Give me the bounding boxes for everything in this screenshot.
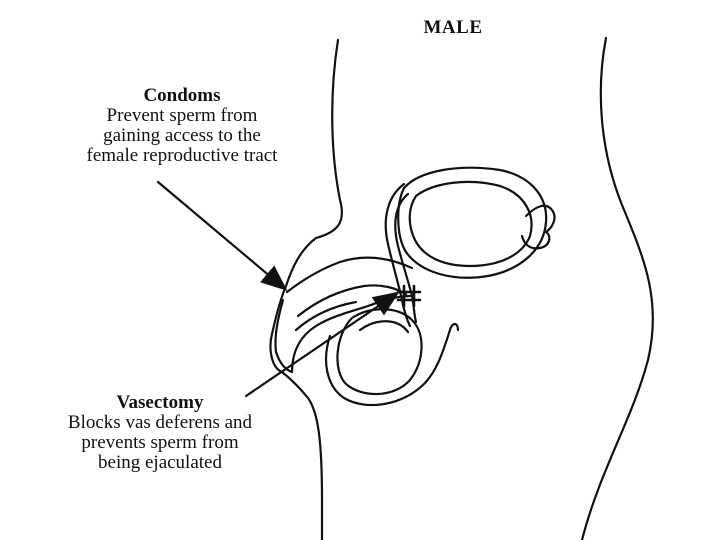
condoms-arrow [156, 180, 288, 291]
condoms-desc-line-1: Prevent sperm from [106, 104, 258, 126]
vasectomy-arrow [244, 291, 400, 398]
vasectomy-desc-line-2: prevents sperm from [81, 431, 239, 453]
vasectomy-desc-line-3: being ejaculated [98, 451, 222, 473]
bladder-outer [397, 166, 548, 279]
epididymis [358, 320, 410, 334]
vasectomy-cut-marks [396, 284, 422, 308]
seminal-vesicle [520, 204, 556, 250]
diagram-title: MALE [423, 17, 483, 38]
vas-deferens-lower [400, 294, 418, 328]
vasectomy-label: Vasectomy Blocks vas deferens and preven… [20, 393, 300, 473]
condom-outline [274, 256, 414, 374]
vas-deferens-outer [394, 192, 414, 298]
body-outline-right [580, 36, 655, 540]
condoms-heading: Condoms [143, 85, 221, 106]
condoms-desc-line-3: female reproductive tract [86, 144, 278, 166]
urethra [294, 284, 408, 332]
body-outline-left [269, 38, 343, 540]
vasectomy-desc-line-1: Blocks vas deferens and [67, 411, 253, 433]
vas-deferens-inner [384, 182, 406, 302]
condoms-desc-line-2: gaining access to the [103, 124, 261, 146]
vasectomy-heading: Vasectomy [116, 392, 204, 413]
bladder-inner [408, 180, 533, 268]
scrotum-outline [324, 322, 460, 407]
condoms-label: Condoms Prevent sperm from gaining acces… [52, 86, 312, 166]
